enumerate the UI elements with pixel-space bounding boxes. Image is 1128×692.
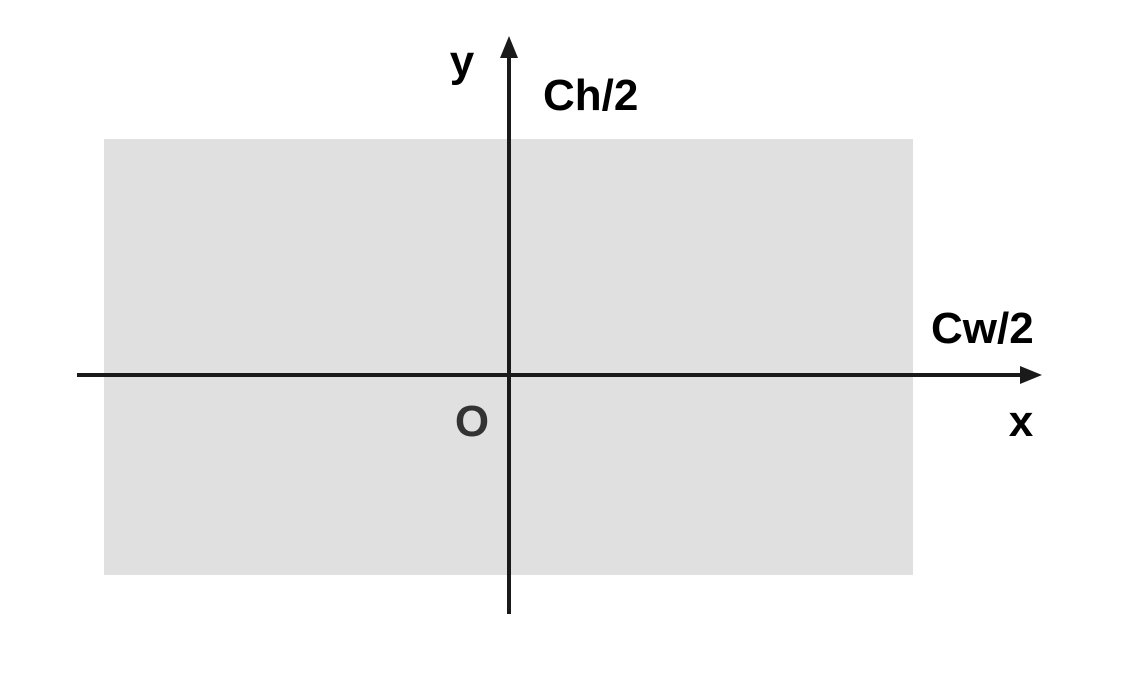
right-extent-label: Cw/2 — [931, 304, 1034, 353]
x-axis-label: x — [1009, 397, 1034, 446]
y-axis-label: y — [450, 37, 475, 86]
origin-label: O — [455, 397, 489, 446]
top-extent-label: Ch/2 — [543, 71, 638, 120]
y-axis-arrow-icon — [500, 36, 518, 58]
x-axis-arrow-icon — [1020, 366, 1042, 384]
